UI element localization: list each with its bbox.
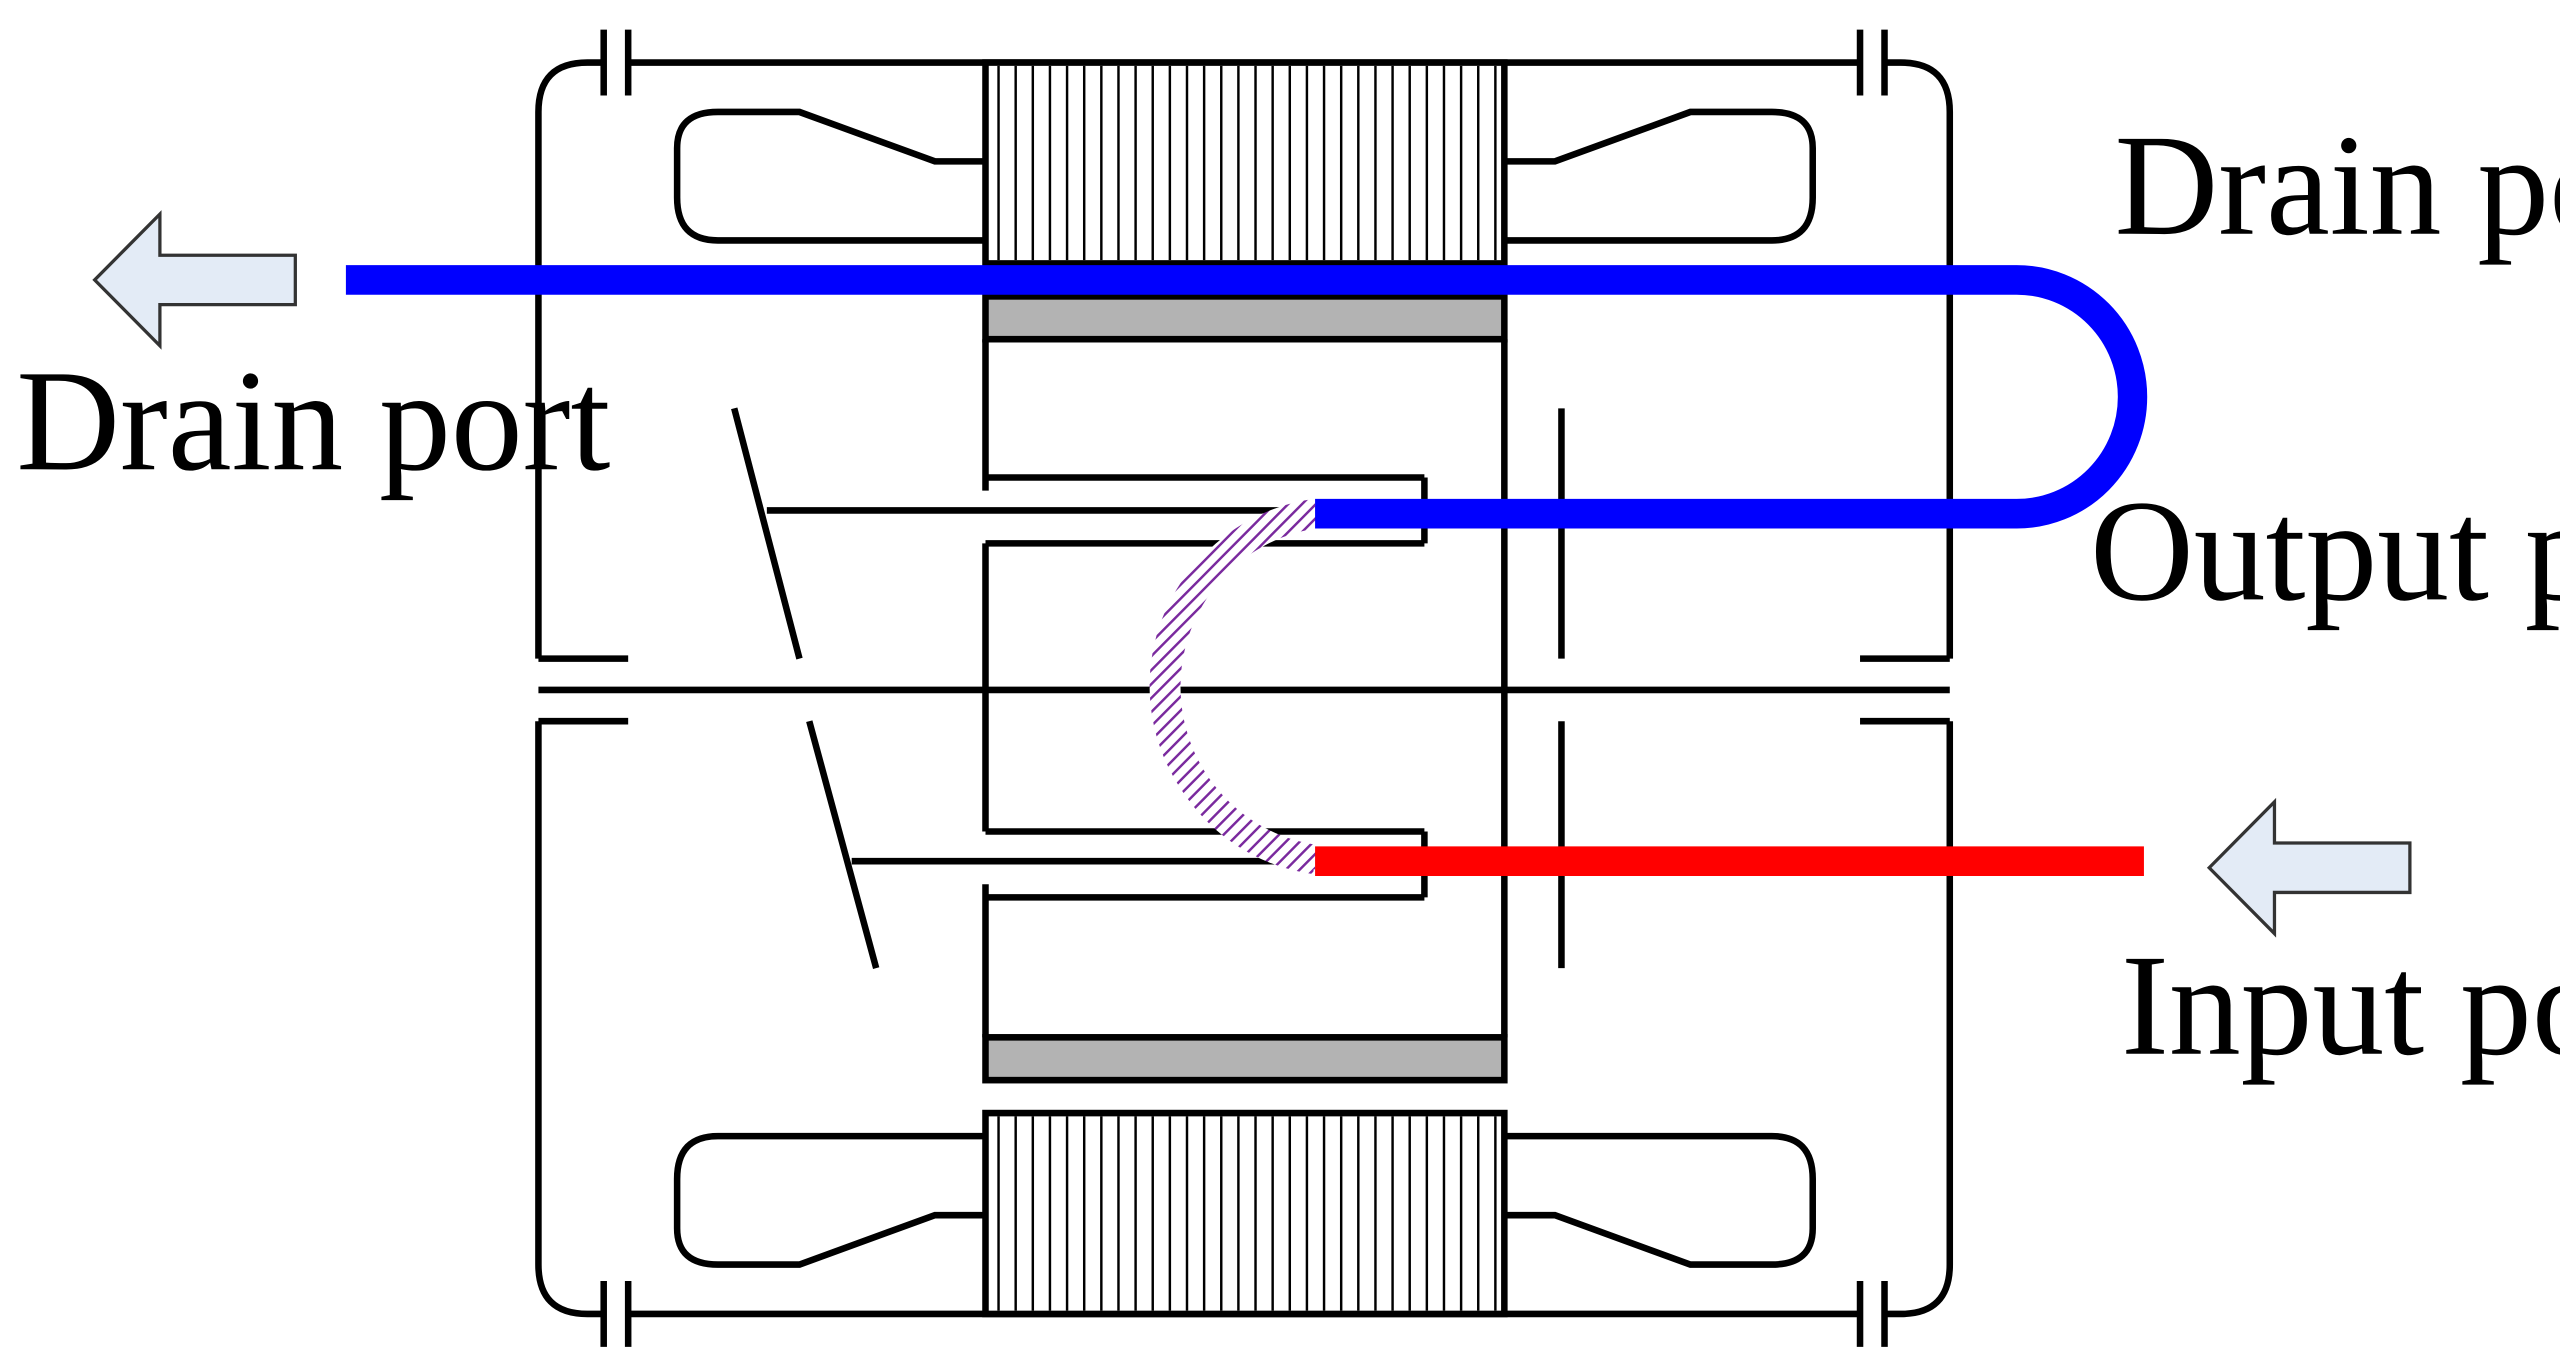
end-winding-top-left <box>673 108 986 244</box>
housing-caps <box>600 29 1888 1347</box>
drain-line <box>345 265 2148 529</box>
stator-core-bottom <box>982 1109 1508 1318</box>
swash-plate <box>731 407 880 970</box>
sleeve-bottom <box>982 1034 1508 1084</box>
arrow-left-icon <box>92 210 297 350</box>
output-port-label: Output port <box>2090 471 2560 632</box>
drain-port-label-right: Drain port <box>2115 105 2560 266</box>
end-winding-bottom-right <box>1504 1132 1816 1268</box>
stator-core-top <box>982 59 1508 267</box>
hatched-connector-outline <box>1151 499 1318 875</box>
drain-port-label-left: Drain port <box>16 341 610 502</box>
arrow-left-icon <box>2206 797 2412 938</box>
sleeve-top <box>982 293 1508 343</box>
end-winding-bottom-left <box>673 1132 986 1268</box>
rotor-body <box>982 339 1508 1038</box>
piston-upper <box>766 474 1428 547</box>
input-port-label: Input port <box>2121 925 2560 1086</box>
shaft <box>538 655 1950 725</box>
end-winding-top-right <box>1504 108 1816 244</box>
